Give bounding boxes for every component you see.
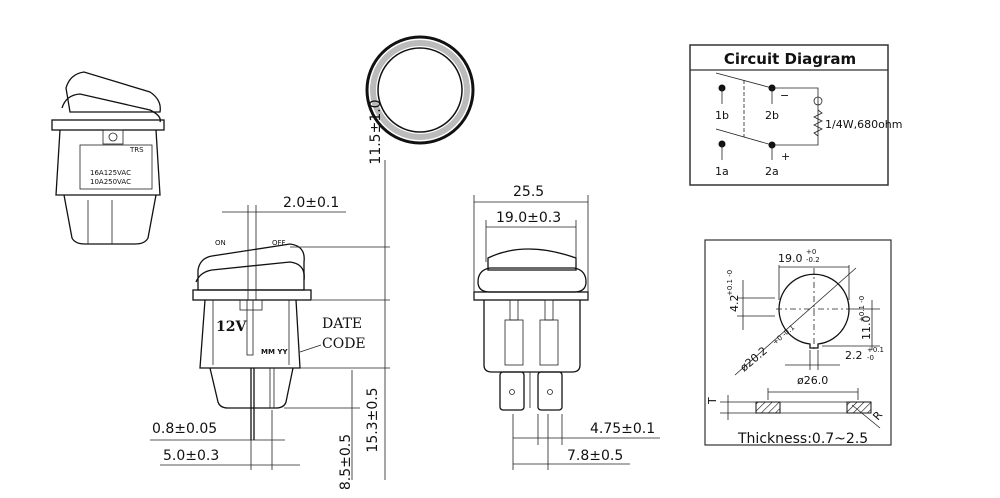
dim-cutout-tol-upper: +0 — [806, 248, 816, 256]
circuit-title: Circuit Diagram — [724, 50, 856, 68]
label-on: ON — [215, 239, 226, 247]
left-view-rating-2: 10A250VAC — [90, 178, 131, 186]
dim-key-width-tol-upper: +0.1 — [867, 346, 884, 354]
circuit-diagram: Circuit Diagram 1b 2b 1a 2a − + 1/4W,680… — [689, 44, 903, 186]
label-off: OFF — [272, 239, 286, 247]
dim-body-height: 15.3±0.5 — [365, 387, 381, 452]
dim-terminal-thickness: 0.8±0.05 — [152, 421, 217, 437]
left-view-rating-1: 16A125VAC — [90, 169, 131, 177]
dim-actuator-width: 2.0±0.1 — [283, 195, 339, 211]
dim-terminal-spacing: 5.0±0.3 — [163, 448, 219, 464]
dim-key-width-tol-lower: -0 — [867, 354, 874, 362]
date-code-line2: CODE — [322, 336, 366, 352]
lamp-icon — [813, 96, 823, 106]
thickness-label: Thickness:0.7~2.5 — [737, 431, 868, 447]
dim-terminal-width: 4.75±0.1 — [590, 421, 655, 437]
voltage-label: 12V — [216, 319, 247, 335]
resistor-label: 1/4W,680ohm — [825, 118, 903, 131]
front-switch-view: 25.5 19.0±0.3 4.75±0.1 7.8±0.5 — [473, 184, 660, 470]
date-code-line1: DATE — [322, 316, 362, 332]
dim-terminal-length: 8.5±0.5 — [338, 434, 354, 490]
dim-key-depth-tol: +0.1 -0 — [858, 296, 866, 322]
dim-key-width: 2.2 — [845, 349, 863, 362]
left-view-code: TRS — [129, 146, 144, 154]
dim-actuator-height: 11.5±1.0 — [368, 99, 384, 164]
date-format: MM YY — [261, 348, 288, 356]
dim-key-offset-tol: +0.1 -0 — [726, 270, 734, 296]
left-switch-view: TRS 16A125VAC 10A250VAC — [51, 71, 165, 245]
resistor-icon — [813, 109, 823, 137]
label-radius-r: R — [870, 408, 885, 422]
dim-outer-diameter: ø20.2 — [738, 344, 770, 374]
dim-key-depth: 11.0 — [860, 316, 873, 341]
dim-cutout-diameter: 19.0 — [778, 252, 803, 265]
panel-cutout: 19.0 +0 -0.2 4.2 +0.1 -0 11.0 +0.1 -0 ø2… — [704, 239, 892, 447]
side-switch-view: 2.0±0.1 11.5±1.0 ON OFF 12V DATE CODE MM… — [150, 99, 390, 490]
dim-front-actuator-width: 19.0±0.3 — [496, 210, 561, 226]
pin-1a: 1a — [715, 165, 729, 178]
label-thickness-t: T — [706, 397, 719, 405]
dim-bezel-width: 25.5 — [513, 184, 544, 200]
dim-cutout-tol-lower: -0.2 — [806, 256, 820, 264]
minus-sign: − — [780, 89, 789, 102]
pin-2a: 2a — [765, 165, 779, 178]
dim-bezel-diameter: ø26.0 — [797, 374, 828, 387]
dim-key-offset: 4.2 — [728, 295, 741, 313]
pin-2b: 2b — [765, 109, 779, 122]
plus-sign: + — [781, 150, 790, 163]
dim-terminal-pitch: 7.8±0.5 — [567, 448, 623, 464]
top-ring-view — [365, 35, 475, 145]
pin-1b: 1b — [715, 109, 729, 122]
